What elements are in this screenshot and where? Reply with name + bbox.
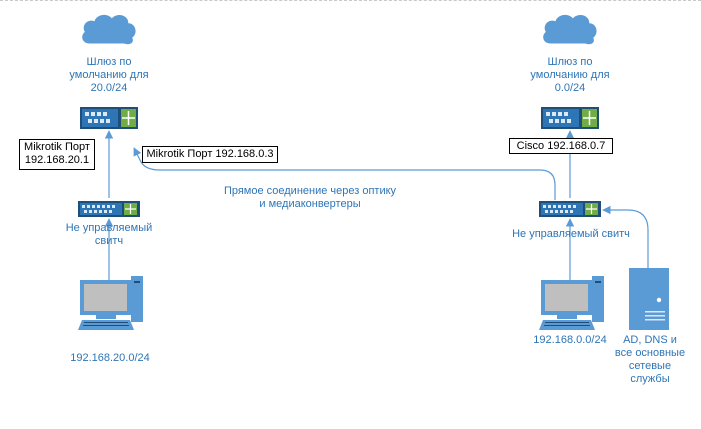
cisco-port-box: Cisco 192.168.0.7 (509, 138, 613, 154)
server-icon (629, 268, 669, 330)
mikrotik-port-box-middle: Mikrotik Порт 192.168.0.3 (142, 146, 278, 163)
switch-label-left: Не управляемый свитч (65, 222, 153, 247)
fiber-link-label: Прямое соединение через оптику и медиако… (223, 185, 397, 210)
server-link (602, 205, 649, 268)
router-right (541, 107, 599, 129)
router-left (80, 107, 138, 129)
mikrotik-port-box-left: Mikrotik Порт 192.168.20.1 (19, 139, 95, 170)
computer-icon-left (78, 276, 143, 330)
switch-right (539, 201, 601, 217)
subnet-label-right: 192.168.0.0/24 (533, 334, 607, 346)
gateway-label-right: Шлюз по умолчанию для 0.0/24 (530, 56, 610, 94)
fiber-link (133, 147, 556, 200)
cloud-icon-left (82, 14, 136, 45)
gateway-label-left: Шлюз по умолчанию для 20.0/24 (69, 56, 149, 94)
server-label: AD, DNS и все основные сетевые службы (614, 334, 686, 385)
cloud-icon-right (543, 14, 597, 45)
computer-icon-right (539, 276, 604, 330)
subnet-label-left: 192.168.20.0/24 (70, 352, 150, 364)
switch-left (78, 201, 140, 217)
top-border (0, 0, 701, 2)
switch-label-right: Не управляемый свитч (512, 228, 630, 240)
